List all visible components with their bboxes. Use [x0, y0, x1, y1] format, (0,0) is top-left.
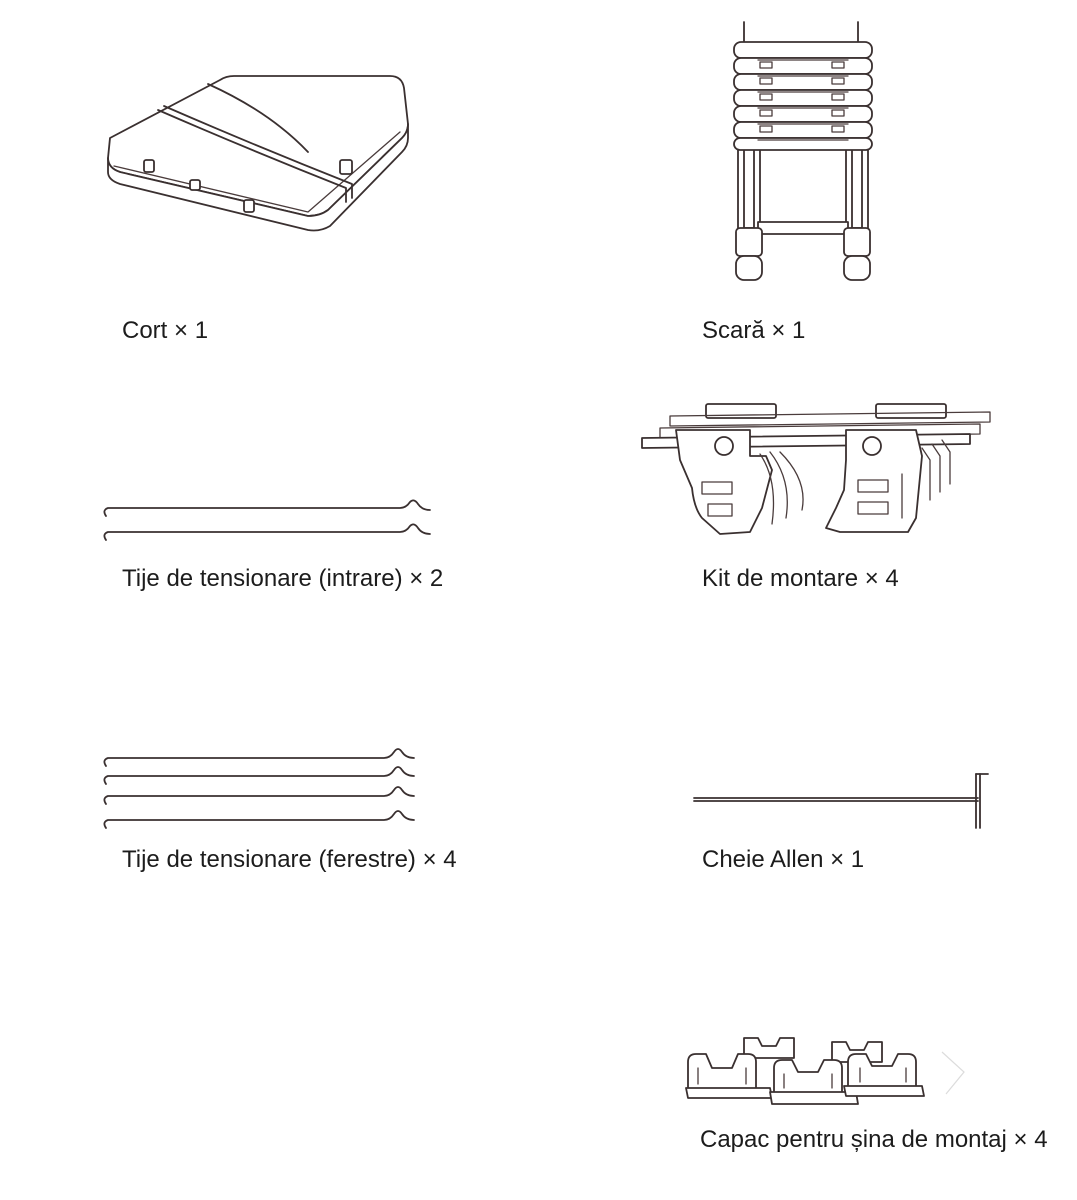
part-label: Cort × 1 — [122, 317, 209, 344]
part-label: Kit de montare × 4 — [702, 565, 899, 592]
ladder-icon — [728, 21, 878, 284]
part-label: Tije de tensionare (ferestre) × 4 — [122, 846, 457, 873]
part-label: Cheie Allen × 1 — [702, 846, 865, 873]
part-label: Capac pentru șina de montaj × 4 — [700, 1126, 1048, 1153]
part-label: Scară × 1 — [702, 317, 806, 344]
mounting-kit-icon — [640, 400, 1000, 542]
part-label: Tije de tensionare (intrare) × 2 — [122, 565, 444, 592]
tension-rods-entrance-icon — [100, 496, 435, 546]
tent-icon — [100, 60, 420, 250]
rail-cap-icon — [684, 1032, 974, 1112]
tension-rods-windows-icon — [100, 744, 420, 834]
allen-key-icon — [692, 770, 992, 832]
